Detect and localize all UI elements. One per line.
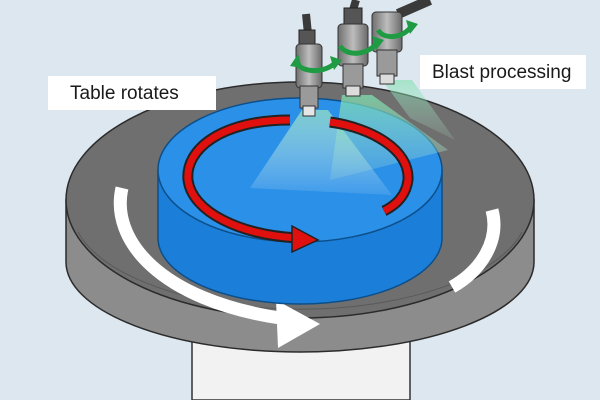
- rotation-arrow-icon: [182, 114, 414, 254]
- blast-spray: [250, 80, 455, 195]
- nozzle-rotation-arrow-icon: [290, 20, 418, 73]
- table-rotates-label: Table rotates: [48, 76, 216, 110]
- blast-processing-label: Blast processing: [420, 55, 586, 89]
- table-rotation-arrow-icon: [113, 186, 501, 348]
